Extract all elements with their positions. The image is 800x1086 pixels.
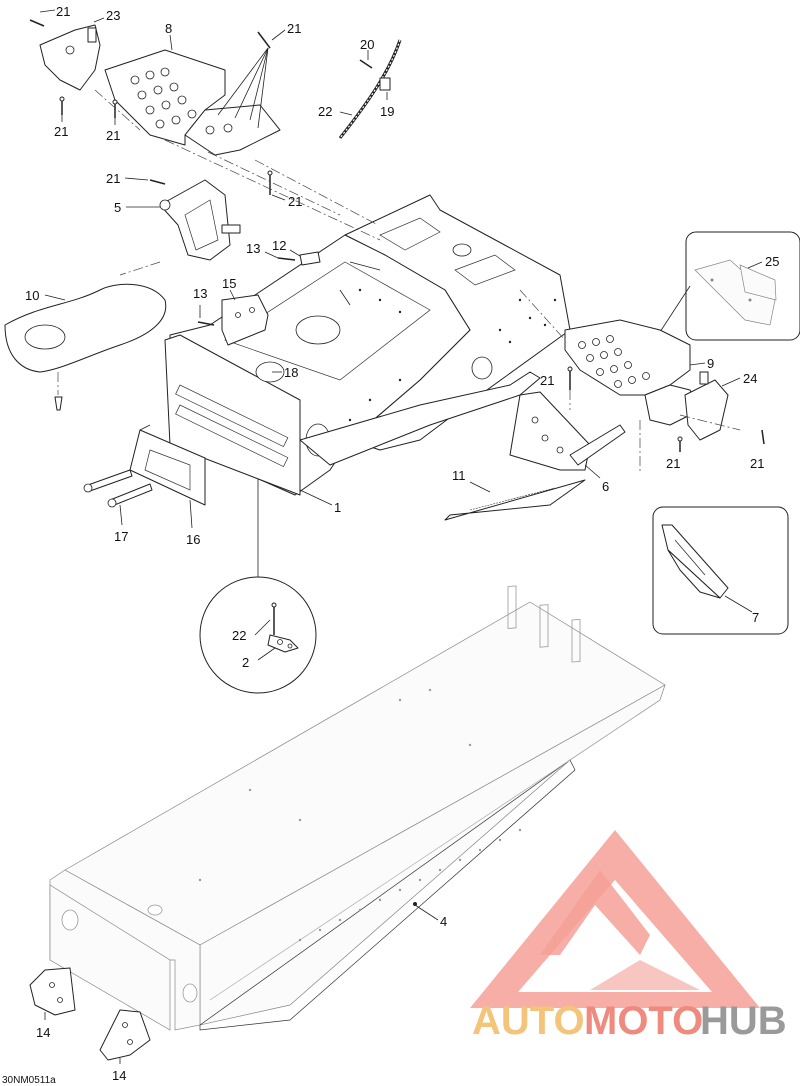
rivet-part-21-5b: [267, 170, 273, 195]
rivet-part-21-9a: [567, 366, 573, 390]
bracket-part-12: [299, 251, 321, 266]
watermark-text-moto: MOTO: [584, 999, 703, 1043]
callout-10: 10: [25, 288, 39, 303]
frame-part-1: [164, 194, 571, 496]
bracket-part-6: [509, 391, 626, 471]
plate-part-14-left: [29, 967, 76, 1016]
detail-box-7: [652, 506, 789, 635]
bracket-part-23: [39, 24, 101, 91]
clip-part-20: [359, 59, 373, 69]
fitting-part-19: [379, 77, 391, 91]
strip-part-11: [444, 479, 586, 521]
rivet-part-21-top-left: [29, 19, 45, 27]
plate-part-14-right: [99, 1009, 151, 1061]
callout-9: 9: [707, 356, 714, 371]
callout-18: 18: [284, 365, 298, 380]
plate-part-2: [267, 634, 299, 653]
watermark-logo: [470, 830, 760, 1008]
callout-14-left: 14: [36, 1025, 50, 1040]
callout-22-detail: 22: [232, 628, 246, 643]
rivet-part-21-left-b: [112, 99, 118, 118]
callout-19: 19: [380, 104, 394, 119]
callout-6: 6: [602, 479, 609, 494]
callout-17: 17: [114, 529, 128, 544]
watermark-text: AUTO MOTO HUB: [472, 999, 787, 1043]
bracket-part-16: [129, 424, 206, 506]
callout-5: 5: [114, 200, 121, 215]
callout-13-upper: 13: [246, 241, 260, 256]
tunnel-part-4: [49, 585, 666, 1031]
callout-23: 23: [106, 8, 120, 23]
rivet-part-21-5a: [149, 179, 166, 185]
callout-25: 25: [765, 254, 779, 269]
centerlines: [94, 89, 741, 472]
callout-13-lower: 13: [193, 286, 207, 301]
bolt-part-17-upper: [83, 469, 133, 493]
callout-8: 8: [165, 21, 172, 36]
bracket-part-25: [694, 259, 777, 326]
watermark-text-auto: AUTO: [472, 999, 585, 1043]
callout-20: 20: [360, 37, 374, 52]
cable-part-22: [338, 39, 402, 139]
callout-2: 2: [242, 655, 249, 670]
callout-21-left-b: 21: [106, 128, 120, 143]
bracket-part-7: [661, 524, 729, 599]
callout-24: 24: [743, 371, 757, 386]
callout-22-cable: 22: [318, 104, 332, 119]
callout-11: 11: [452, 468, 466, 483]
callout-21-top-left: 21: [56, 4, 70, 19]
drawing-code: 30NM0511a: [2, 1075, 56, 1086]
rivet-part-13-lower: [197, 321, 215, 326]
rivet-part-22-detail: [271, 602, 277, 635]
callout-21-left-a: 21: [54, 124, 68, 139]
callout-21-9c: 21: [750, 456, 764, 471]
callout-14-right: 14: [112, 1068, 126, 1083]
rivet-part-21-top-right: [257, 31, 271, 49]
bolt-part-17-lower: [107, 483, 153, 508]
callout-12: 12: [272, 238, 286, 253]
bracket-part-5: [159, 179, 241, 261]
callout-4: 4: [440, 914, 447, 929]
bracket-part-24: [684, 371, 729, 441]
callout-21-5b: 21: [288, 194, 302, 209]
panel-part-10: [4, 283, 167, 373]
callout-15: 15: [222, 276, 236, 291]
rivet-part-21-left-a: [59, 96, 65, 115]
rivet-part-21-9c: [761, 429, 765, 445]
callout-16: 16: [186, 532, 200, 547]
callout-21-9a: 21: [540, 373, 554, 388]
rivet-part-13-upper: [277, 257, 296, 261]
callout-1: 1: [334, 500, 341, 515]
watermark-text-hub: HUB: [700, 999, 787, 1043]
callout-21-9b: 21: [666, 456, 680, 471]
bracket-part-15: [221, 294, 269, 346]
callout-21-top-right: 21: [287, 21, 301, 36]
detail-circle: [199, 576, 317, 694]
footrest-part-8: [104, 49, 281, 156]
callout-7: 7: [752, 610, 759, 625]
rivet-part-21-9b: [677, 436, 683, 452]
callout-21-5a: 21: [106, 171, 120, 186]
footrest-part-9: [564, 319, 701, 426]
